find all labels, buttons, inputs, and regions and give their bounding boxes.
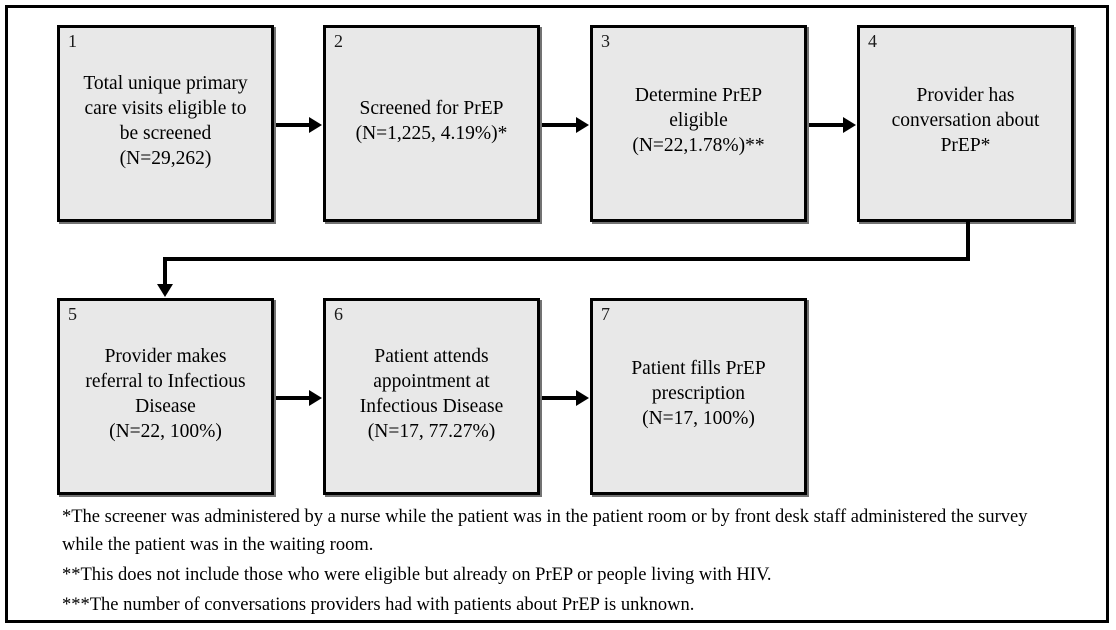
- flow-node-4-text: Provider has conversation about PrEP*: [866, 28, 1065, 219]
- flow-node-3-line-1: Determine PrEP: [634, 85, 763, 106]
- flow-node-3-line-2: eligible: [669, 110, 728, 131]
- footnote-3: ***The number of conversations providers…: [62, 595, 695, 615]
- flow-node-1-line-1: Total unique primary: [83, 72, 248, 94]
- flow-node-7-line-3: (N=17, 100%): [642, 408, 755, 429]
- flow-node-1-number: 1: [68, 31, 77, 51]
- flow-node-3-line-3: (N=22,1.78%)**: [632, 135, 765, 156]
- flow-node-3[interactable]: 3 Determine PrEP eligible (N=22,1.78%)**: [590, 25, 807, 222]
- footnote-2: **This does not include those who were e…: [62, 565, 772, 585]
- footnote-1: *The screener was administered by a nurs…: [62, 507, 1028, 555]
- flow-node-4-line-3: PrEP*: [940, 135, 991, 156]
- diagram-outer-border: [5, 5, 1109, 623]
- flow-node-4[interactable]: 4 Provider has conversation about PrEP*: [857, 25, 1074, 222]
- flow-node-2[interactable]: 2 Screened for PrEP (N=1,225, 4.19%)*: [323, 25, 540, 222]
- flow-node-5-line-3: Disease: [135, 395, 196, 417]
- flow-node-2-number: 2: [334, 31, 343, 51]
- flow-node-6-line-4: (N=17, 77.27%): [367, 420, 496, 442]
- footnotes: *The screener was administered by a nurs…: [62, 503, 1062, 621]
- flow-node-2-text: Screened for PrEP (N=1,225, 4.19%)*: [332, 28, 531, 219]
- flow-node-4-line-2: conversation about: [891, 110, 1040, 131]
- flow-node-6-number: 6: [334, 304, 343, 324]
- flow-node-7-text: Patient fills PrEP prescription (N=17, 1…: [599, 301, 798, 492]
- flow-node-1-line-2: care visits eligible to: [84, 97, 247, 119]
- flow-node-5-text: Provider makes referral to Infectious Di…: [66, 301, 265, 492]
- flow-node-7-number: 7: [601, 304, 610, 324]
- flow-node-1-line-3: be screened: [119, 122, 212, 144]
- flow-node-6-text: Patient attends appointment at Infectiou…: [332, 301, 531, 492]
- flow-node-1[interactable]: 1 Total unique primary care visits eligi…: [57, 25, 274, 222]
- flow-node-3-text: Determine PrEP eligible (N=22,1.78%)**: [599, 28, 798, 219]
- flow-node-7[interactable]: 7 Patient fills PrEP prescription (N=17,…: [590, 298, 807, 495]
- flow-node-2-line-1: Screened for PrEP: [359, 97, 504, 119]
- flow-node-1-text: Total unique primary care visits eligibl…: [66, 28, 265, 219]
- flow-node-3-number: 3: [601, 31, 610, 51]
- flow-node-1-line-4: (N=29,262): [119, 147, 212, 169]
- flow-node-5-line-1: Provider makes: [104, 345, 227, 367]
- flow-node-5-line-4: (N=22, 100%): [109, 420, 222, 442]
- flow-node-5-line-2: referral to Infectious: [85, 370, 246, 392]
- flow-node-6[interactable]: 6 Patient attends appointment at Infecti…: [323, 298, 540, 495]
- flow-node-7-line-1: Patient fills PrEP: [631, 358, 766, 379]
- flow-node-7-line-2: prescription: [651, 383, 746, 404]
- flow-node-2-line-2: (N=1,225, 4.19%)*: [355, 122, 508, 144]
- flow-node-5[interactable]: 5 Provider makes referral to Infectious …: [57, 298, 274, 495]
- flow-node-5-number: 5: [68, 304, 77, 324]
- flow-node-4-line-1: Provider has: [916, 85, 1015, 106]
- flow-node-4-number: 4: [868, 31, 877, 51]
- flow-node-6-line-2: appointment at: [373, 370, 490, 392]
- flow-node-6-line-3: Infectious Disease: [359, 395, 504, 417]
- flow-node-6-line-1: Patient attends: [374, 345, 489, 367]
